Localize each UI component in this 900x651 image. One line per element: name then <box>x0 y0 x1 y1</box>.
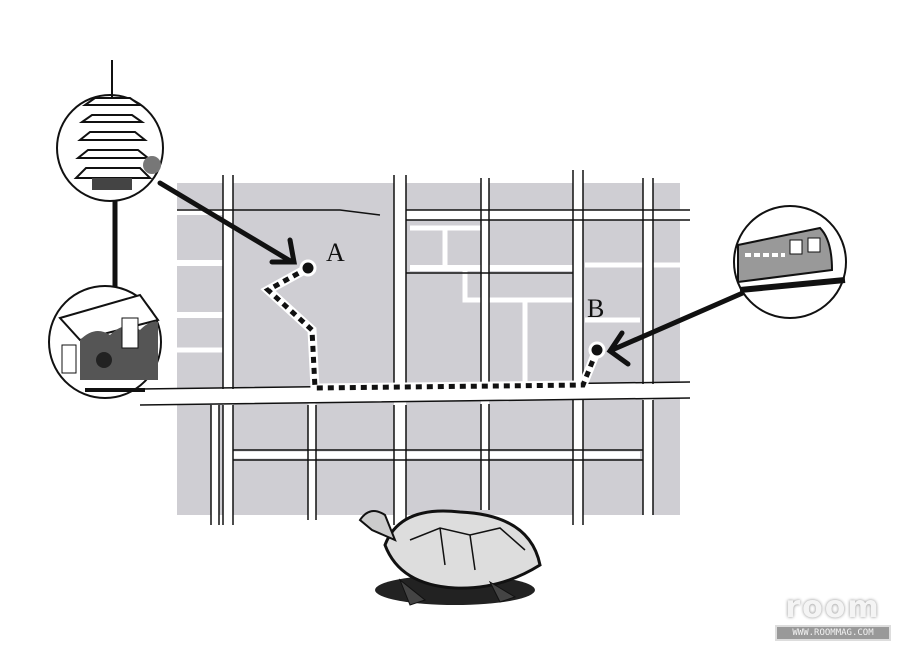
train-icon <box>733 205 847 319</box>
route-path-dots <box>263 265 600 391</box>
pointer-arrows <box>112 180 748 367</box>
room-logo: room WWW.ROOMMAG.COM <box>775 590 891 641</box>
oden-stall-icon <box>48 285 162 399</box>
pagoda-icon <box>56 60 164 202</box>
turtle-icon <box>358 509 542 606</box>
roads <box>139 170 691 525</box>
marker-b-dot <box>588 341 606 359</box>
logo-wordmark: room <box>785 590 881 625</box>
marker-b-label: B <box>587 294 605 323</box>
marker-a-dot <box>299 259 317 277</box>
logo-url: WWW.ROOMMAG.COM <box>775 625 891 641</box>
marker-a-label: A <box>326 238 345 267</box>
